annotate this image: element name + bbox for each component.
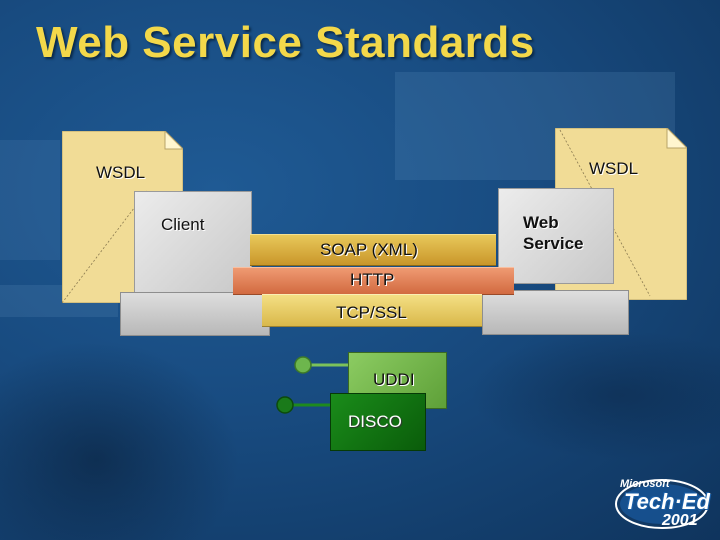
- http-layer-label: HTTP: [350, 270, 395, 289]
- background-panel: [0, 140, 60, 260]
- client-label: Client: [161, 215, 205, 234]
- soap-layer: [250, 234, 496, 266]
- tech-ed-logo: Microsoft Tech·Ed 2001: [612, 472, 712, 534]
- logo-company: Microsoft: [620, 478, 670, 490]
- client-monitor: [134, 191, 252, 293]
- web-service-monitor: [498, 188, 614, 284]
- web-service-base: [482, 290, 629, 335]
- web-service-label-line1: Web: [523, 213, 559, 232]
- web-service-label-line2: Service: [523, 234, 584, 253]
- logo-event: Tech·Ed: [624, 489, 710, 514]
- tcp-ssl-layer-label: TCP/SSL: [336, 303, 407, 322]
- client-wsdl-label: WSDL: [96, 163, 146, 182]
- background-shadow: [0, 340, 240, 540]
- slide-title: Web Service Standards: [36, 18, 535, 67]
- http-layer: [233, 267, 514, 295]
- client-base: [120, 292, 270, 336]
- server-wsdl-label: WSDL: [589, 159, 639, 178]
- web-service-label: Web Service: [523, 212, 584, 254]
- disco-box: [330, 393, 426, 451]
- logo-swoosh-icon: [615, 479, 709, 529]
- logo-year: 2001: [662, 512, 698, 529]
- background-shadow: [470, 330, 720, 460]
- uddi-label: UDDI: [373, 370, 415, 389]
- soap-layer-label: SOAP (XML): [320, 240, 418, 259]
- disco-label: DISCO: [348, 412, 402, 431]
- tcp-ssl-layer: [262, 294, 482, 327]
